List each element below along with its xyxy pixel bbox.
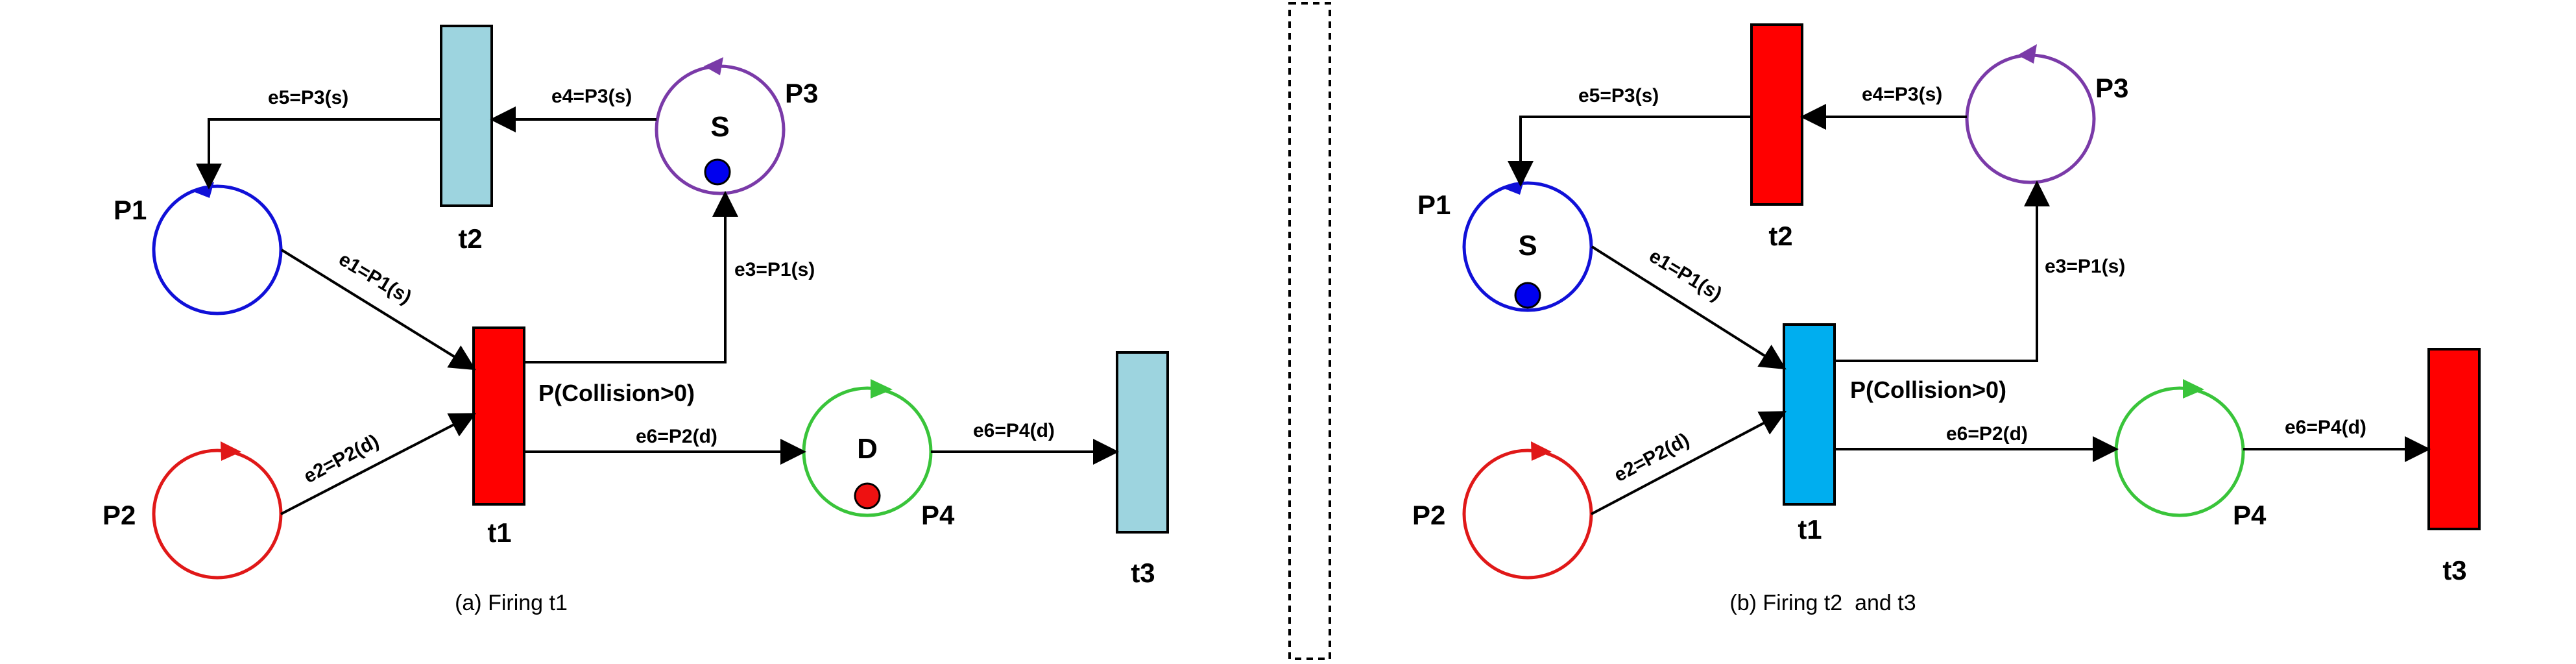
transition-t2-b <box>1750 23 1803 206</box>
collision-probability-label-b: P(Collision>0) <box>1850 376 2006 403</box>
cycle-arrow-p4-b <box>2183 379 2204 399</box>
cycle-arrow-p2-a <box>221 441 241 461</box>
place-label-p1-b: P1 <box>1417 190 1451 220</box>
cycle-arrow-p4-a <box>871 379 893 399</box>
panel-a: S D P1 P2 P3 P4 t1 t2 t3 e1=P1(s) e2=P2(… <box>102 25 1169 615</box>
token-label-p3-a: S <box>710 111 729 143</box>
edge-e5-a <box>196 118 441 190</box>
transition-label-t3-b: t3 <box>2442 555 2466 585</box>
edge-e3-b <box>1835 180 2050 362</box>
place-p3-b <box>1965 53 2096 184</box>
edge-e5-b <box>1508 116 1751 187</box>
transition-label-t2-a: t2 <box>458 223 482 254</box>
place-label-p4-a: P4 <box>921 500 955 530</box>
place-p2-a <box>152 449 283 580</box>
cycle-arrow-p2-b <box>1531 441 1552 461</box>
cycle-arrow-p3-a <box>704 57 723 75</box>
token-label-p4-a: D <box>857 433 878 465</box>
cycle-arrow-p3-b <box>2017 44 2037 64</box>
edge-label-e6b-b: e6=P4(d) <box>2285 417 2366 438</box>
token-dot-p1-b <box>1514 282 1541 309</box>
panel-divider <box>1288 2 1331 660</box>
transition-label-t1-a: t1 <box>487 517 511 548</box>
collision-probability-label-a: P(Collision>0) <box>538 380 695 406</box>
token-dot-p4-a <box>854 482 881 510</box>
place-label-p1-a: P1 <box>114 195 147 225</box>
edge-label-e1-b: e1=P1(s) <box>1645 245 1725 305</box>
transition-t1-a <box>472 326 525 506</box>
edge-label-e4-a: e4=P3(s) <box>551 86 632 107</box>
place-label-p2-b: P2 <box>1412 500 1445 530</box>
edge-label-e6b-a: e6=P4(d) <box>973 420 1055 441</box>
place-p1-a <box>152 184 283 315</box>
edge-e1-b <box>1591 245 1787 370</box>
edge-label-e2-a: e2=P2(d) <box>300 430 383 487</box>
transition-t3-a <box>1116 351 1169 534</box>
transition-label-t2-b: t2 <box>1768 221 1792 251</box>
edge-label-e6a-a: e6=P2(d) <box>636 426 717 447</box>
edge-e1-a <box>280 249 476 371</box>
caption-a: (a) Firing t1 <box>455 591 568 615</box>
edge-label-e6a-b: e6=P2(d) <box>1946 423 2028 445</box>
panel-b: S P1 P2 P3 P4 t1 t2 t3 e1=P1(s) e2=P2(d)… <box>1412 23 2481 615</box>
transition-label-t3-a: t3 <box>1131 558 1155 588</box>
edge-label-e5-b: e5=P3(s) <box>1578 85 1659 106</box>
edge-label-e3-a: e3=P1(s) <box>734 259 815 280</box>
edge-e2-a <box>280 413 477 515</box>
place-label-p3-b: P3 <box>2095 73 2128 103</box>
edge-label-e5-a: e5=P3(s) <box>268 87 348 108</box>
caption-b: (b) Firing t2 and t3 <box>1729 591 1916 615</box>
edge-label-e2-b: e2=P2(d) <box>1611 429 1693 486</box>
token-dot-p3-a <box>704 158 731 186</box>
place-p2-b <box>1462 449 1593 580</box>
place-label-p2-a: P2 <box>102 500 136 530</box>
edge-e3-a <box>524 191 738 363</box>
transition-label-t1-b: t1 <box>1798 514 1822 545</box>
transition-t2-a <box>440 25 493 207</box>
token-label-p1-b: S <box>1518 230 1537 262</box>
edge-label-e3-b: e3=P1(s) <box>2045 256 2125 277</box>
transition-t1-b <box>1783 323 1836 506</box>
edge-e2-b <box>1591 411 1787 515</box>
place-p4-b <box>2114 386 2245 517</box>
place-label-p3-a: P3 <box>785 78 818 108</box>
edge-label-e1-a: e1=P1(s) <box>335 249 415 308</box>
edge-label-e4-b: e4=P3(s) <box>1862 84 1942 105</box>
place-label-p4-b: P4 <box>2233 500 2267 530</box>
transition-t3-b <box>2427 348 2481 530</box>
